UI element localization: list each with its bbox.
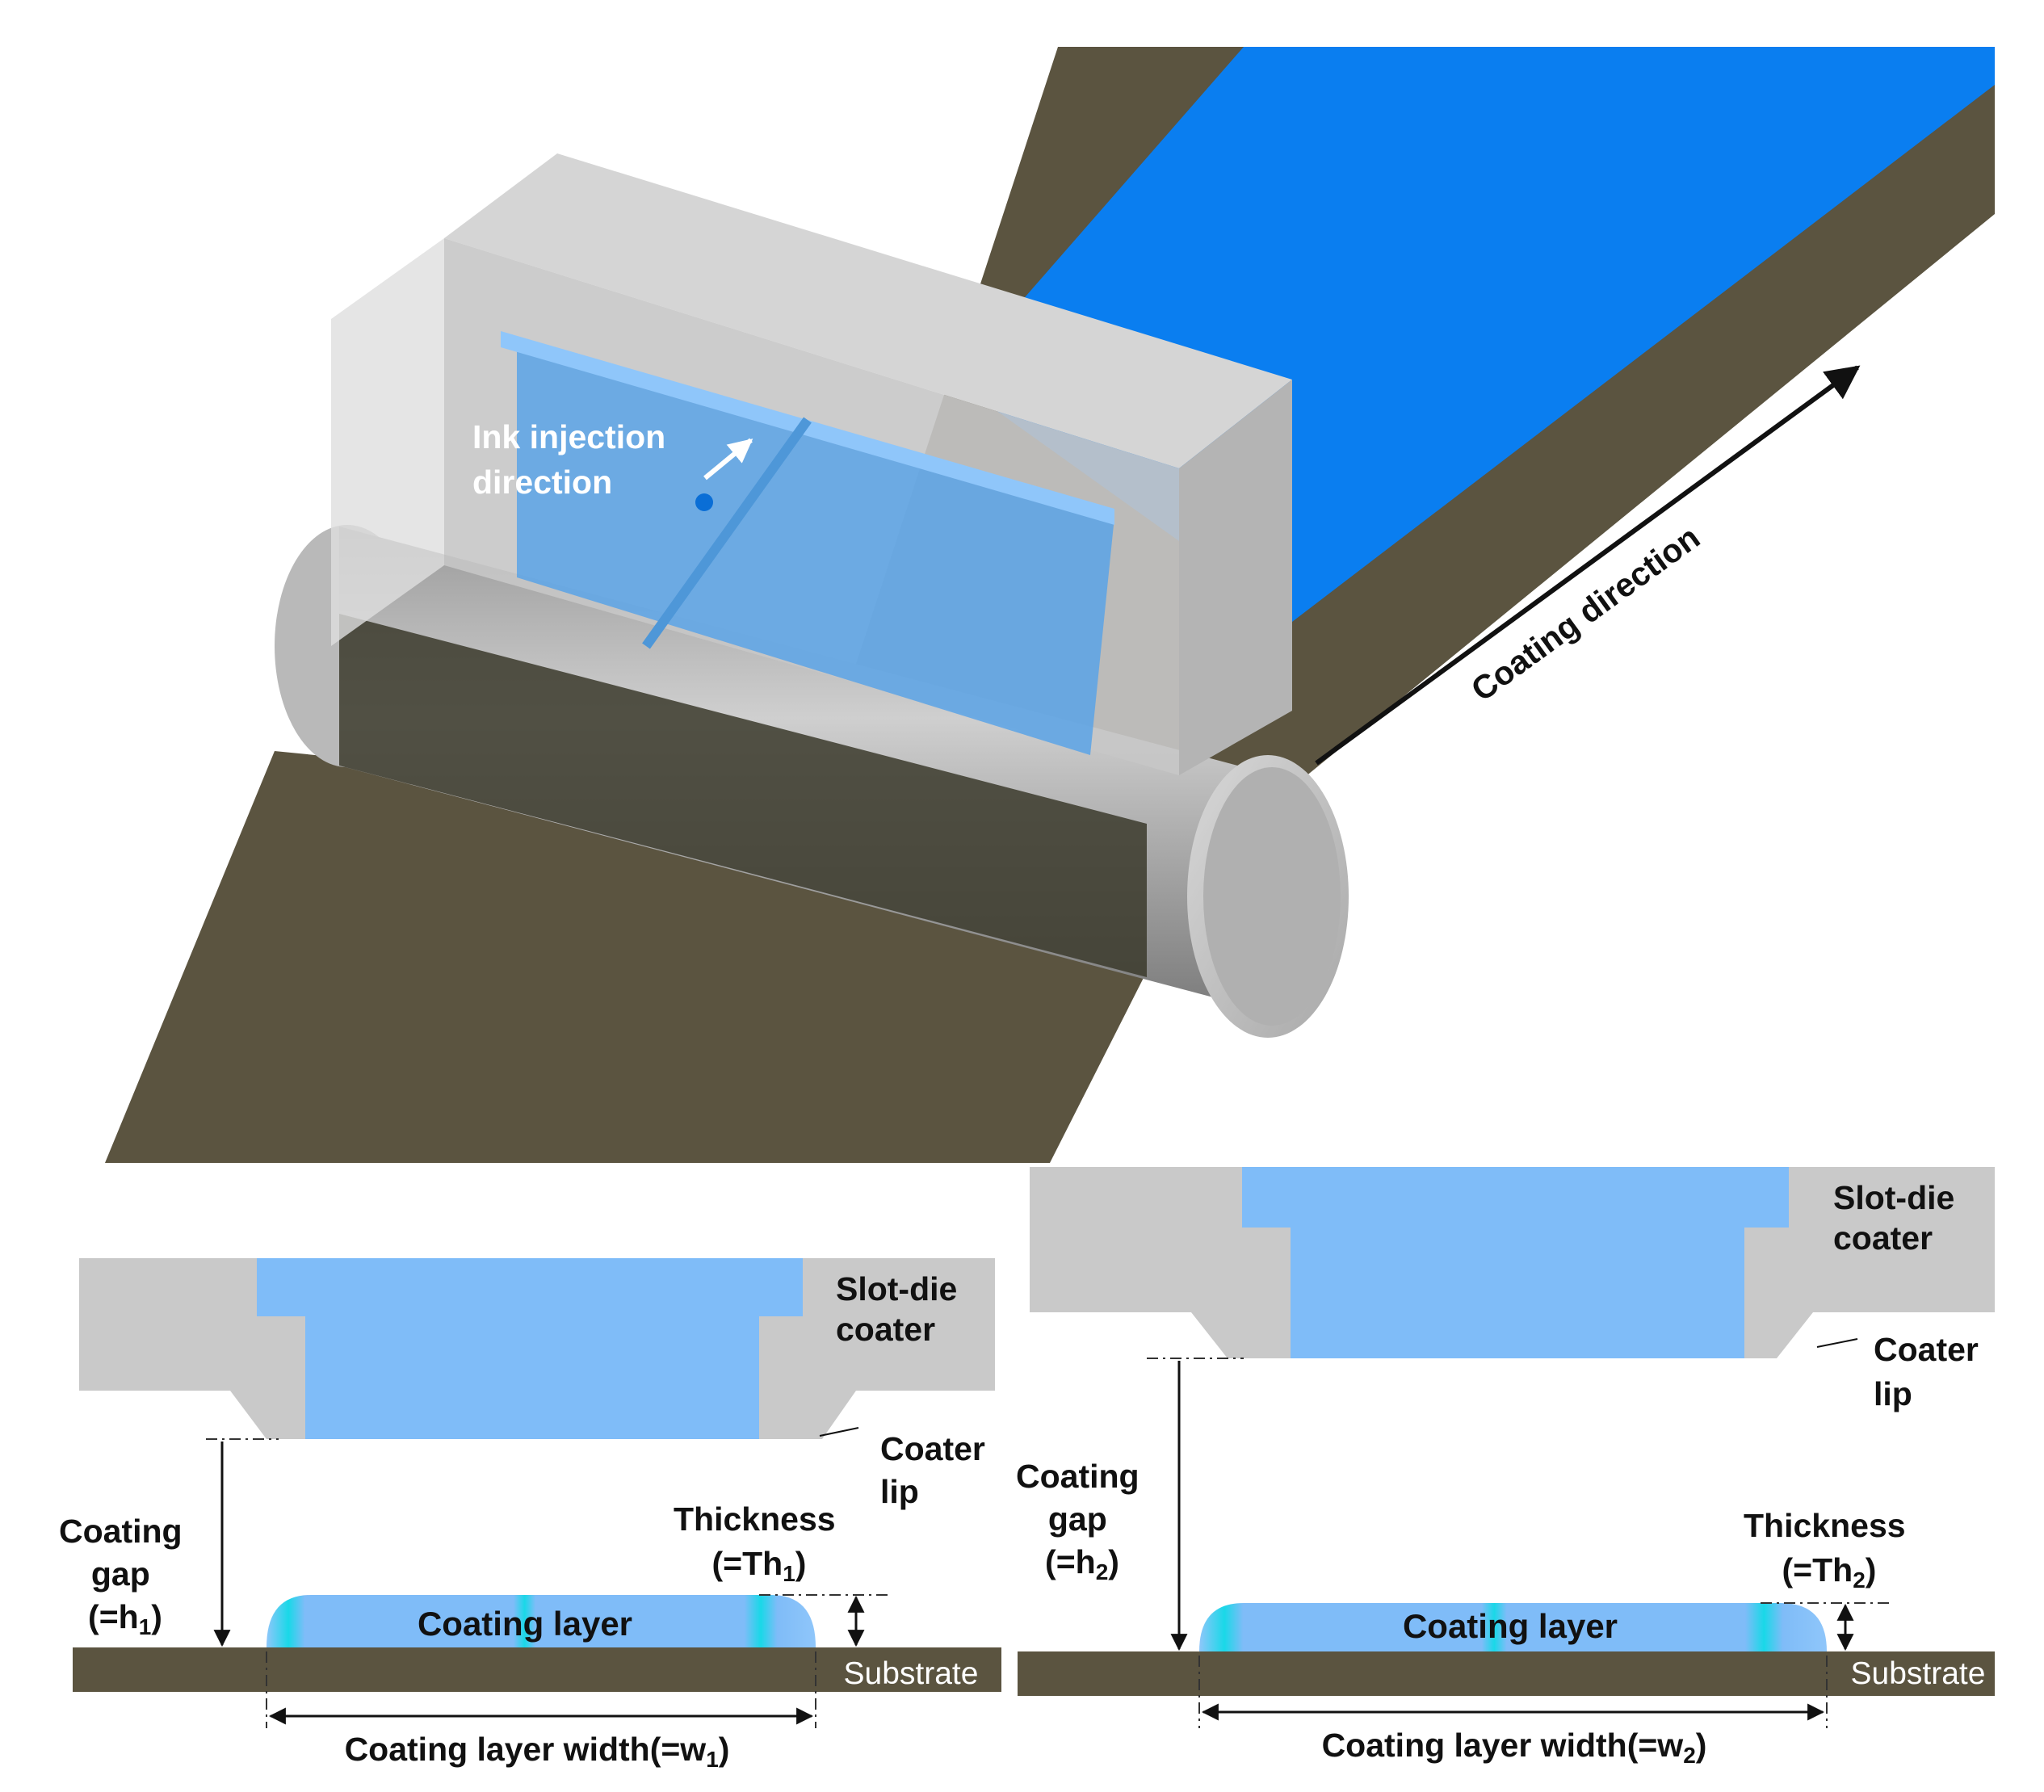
- coating-layer-label-right: Coating layer: [1403, 1607, 1618, 1645]
- cross-section-right: Slot-die coater Coater lip Coating gap (…: [1016, 1167, 1995, 1768]
- coater-lip-label-left: Coater lip: [880, 1430, 994, 1510]
- width-label-right: Coating layer width(=w2): [1322, 1727, 1707, 1768]
- coating-layer-left: [267, 1595, 816, 1647]
- coating-gap-label-right: Coating gap (=h2): [1016, 1458, 1148, 1584]
- substrate-label-right: Substrate: [1851, 1656, 1986, 1691]
- cross-section-left: Slot-die coater Coater lip Coating gap (…: [59, 1258, 1001, 1772]
- thickness-label-right: Thickness (=Th2): [1744, 1507, 1915, 1593]
- ink-slot-left: [257, 1258, 803, 1439]
- thickness-label-left: Thickness (=Th1): [674, 1500, 845, 1586]
- slot-die-block: [331, 153, 1292, 775]
- coating-direction-arrow: [1315, 365, 1861, 766]
- width-label-left: Coating layer width(=w1): [345, 1731, 730, 1772]
- coating-apparatus-3d: Ink injection direction Coating directio…: [105, 47, 1995, 1163]
- ink-inlet-dot: [695, 493, 713, 511]
- substrate-left: [73, 1647, 1001, 1692]
- substrate-right: [1018, 1651, 1995, 1696]
- substrate-label-left: Substrate: [844, 1656, 979, 1691]
- coating-gap-label-left: Coating gap (=h1): [59, 1513, 191, 1639]
- slot-die-coater-label-right: Slot-die coater: [1833, 1179, 1964, 1257]
- ink-injection-label: Ink injection direction: [472, 418, 675, 501]
- ink-cavity: [517, 339, 1114, 755]
- ink-slot-right: [1242, 1167, 1789, 1358]
- coating-layer-right: [1199, 1603, 1827, 1651]
- slot-die-coater-label-left: Slot-die coater: [836, 1270, 967, 1348]
- coater-lip-label-right: Coater lip: [1874, 1331, 1987, 1412]
- coating-layer-label-left: Coating layer: [418, 1605, 632, 1643]
